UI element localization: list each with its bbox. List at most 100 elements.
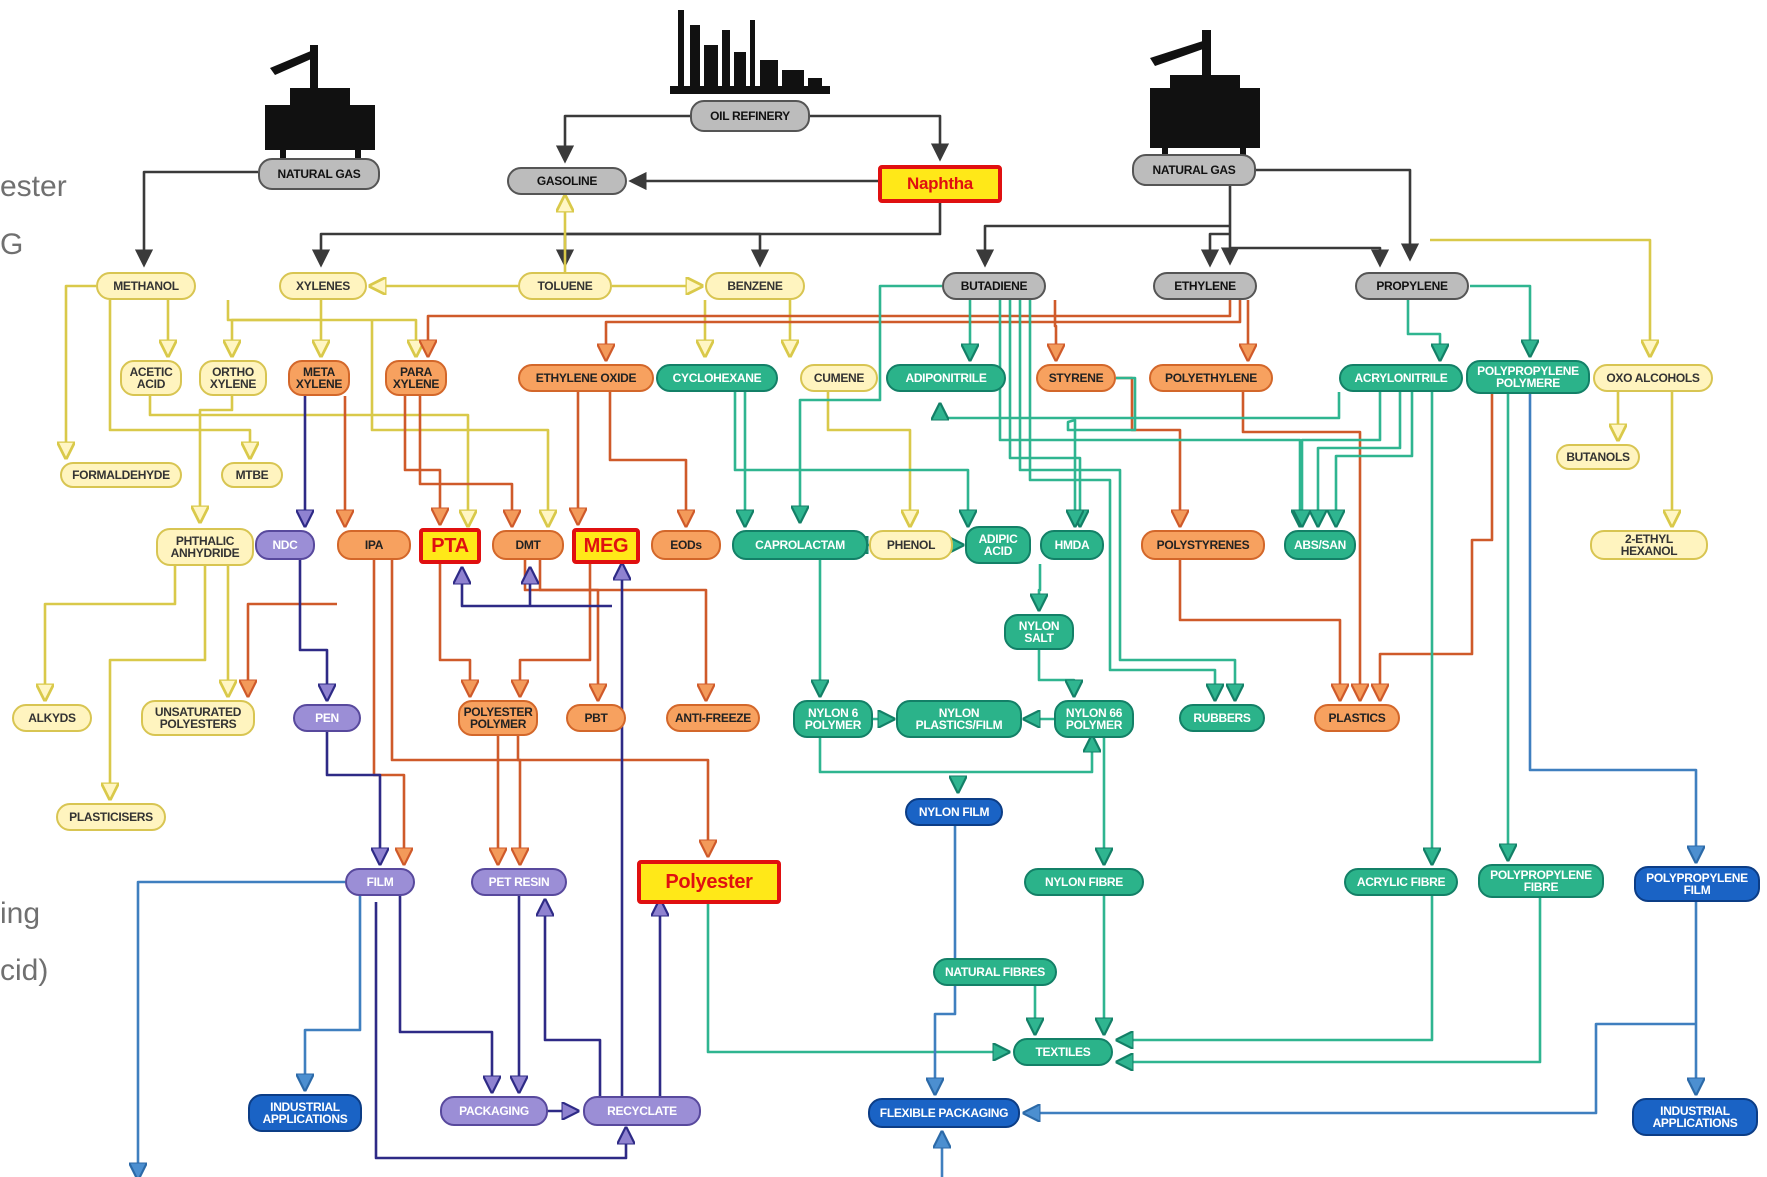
connector-yellow-15 [66, 284, 96, 456]
connector-yellow-21 [370, 320, 548, 524]
connector-blue-99 [138, 880, 345, 1177]
connector-purple-93 [398, 896, 492, 1090]
node-acetic-acid: ACETIC ACID [120, 360, 182, 396]
connector-green-85 [1119, 896, 1434, 1040]
connector-orange-43 [1241, 392, 1360, 698]
node-nylon-salt: NYLON SALT [1004, 614, 1074, 650]
node-dmt: DMT [492, 530, 564, 560]
node-polypropylene-polymer: POLYPROPYLENE POLYMERE [1466, 360, 1590, 394]
connector-orange-47 [520, 564, 592, 694]
node-gasoline: GASOLINE [507, 167, 627, 195]
connector-blue-101 [935, 826, 957, 1092]
connector-orange-49 [538, 560, 598, 698]
node-ethyl-hexanol: 2-ETHYL HEXANOL [1590, 530, 1708, 560]
connector-gray-1 [810, 114, 950, 162]
connector-purple-89 [325, 732, 380, 862]
node-meg: MEG [572, 528, 640, 564]
connector-green-60 [1028, 300, 1215, 698]
node-plasticisers: PLASTICISERS [56, 803, 166, 831]
node-anti-freeze: ANTI-FREEZE [666, 704, 760, 732]
node-mtbe: MTBE [221, 462, 283, 488]
connector-green-86 [1119, 898, 1542, 1062]
connector-purple-98 [374, 902, 626, 1160]
node-abs-san: ABS/SAN [1284, 530, 1356, 560]
node-natural-gas-right: NATURAL GAS [1132, 154, 1256, 186]
connector-orange-50 [372, 560, 404, 862]
connector-yellow-17 [108, 300, 250, 456]
side-fragment-cid: cid) [0, 954, 49, 987]
node-natural-fibres: NATURAL FIBRES [933, 958, 1057, 986]
connector-gray-10 [1200, 232, 1230, 268]
node-phthalic-anhydride: PHTHALIC ANHYDRIDE [156, 528, 254, 566]
connector-yellow-29 [110, 566, 207, 797]
node-eods: EODs [651, 530, 721, 560]
node-alkyds: ALKYDS [12, 704, 92, 732]
node-nylon-plastics-film: NYLON PLASTICS/FILM [896, 700, 1022, 738]
connector-green-55 [800, 284, 942, 520]
connector-green-66 [1302, 392, 1382, 524]
connector-green-62 [1470, 284, 1530, 354]
node-benzene: BENZENE [705, 272, 805, 300]
node-acrylonitrile: ACRYLONITRILE [1339, 364, 1463, 392]
connector-gray-9 [975, 224, 1230, 268]
node-styrene: STYRENE [1036, 364, 1116, 392]
connector-orange-33 [428, 300, 1232, 354]
connector-orange-51 [390, 560, 520, 862]
node-propylene: PROPYLENE [1355, 272, 1469, 300]
node-pta: PTA [419, 528, 481, 564]
connector-green-84 [706, 904, 1007, 1052]
connector-orange-45 [248, 602, 337, 694]
node-polyethylene: POLYETHYLENE [1149, 364, 1273, 392]
node-nylon-film: NYLON FILM [905, 798, 1003, 826]
gas-rig-icon-left [265, 45, 375, 167]
node-methanol: METHANOL [96, 272, 196, 300]
node-para-xylene: PARA XYLENE [385, 360, 447, 396]
node-butanols: BUTANOLS [1556, 444, 1640, 470]
node-industrial-apps-left: INDUSTRIAL APPLICATIONS [248, 1094, 362, 1132]
refinery-icon [670, 10, 830, 94]
connector-green-58 [1008, 300, 1080, 524]
node-phenol: PHENOL [869, 530, 953, 560]
node-oil-refinery: OIL REFINERY [690, 100, 810, 132]
node-acrylic-fibre: ACRYLIC FIBRE [1344, 868, 1458, 896]
connector-orange-46 [438, 564, 470, 694]
node-pen: PEN [293, 704, 361, 732]
node-flexible-packaging: FLEXIBLE PACKAGING [868, 1098, 1020, 1128]
connector-gray-3 [134, 170, 258, 268]
connector-purple-95 [545, 902, 602, 1096]
node-nylon-fibre: NYLON FIBRE [1024, 868, 1144, 896]
connector-green-61 [1406, 300, 1440, 358]
node-pbt: PBT [566, 704, 626, 732]
node-ethylene-oxide: ETHYLENE OXIDE [518, 364, 654, 392]
connector-green-69 [1068, 376, 1137, 524]
node-nylon66-polymer: NYLON 66 POLYMER [1054, 700, 1134, 738]
node-polyester-polymer: POLYESTER POLYMER [458, 700, 538, 736]
node-ethylene: ETHYLENE [1153, 272, 1257, 300]
connector-blue-104 [1026, 1022, 1696, 1113]
node-polyester: Polyester [637, 860, 781, 904]
node-adipic-acid: ADIPIC ACID [965, 526, 1031, 564]
connector-gray-11 [1230, 246, 1390, 268]
node-ndc: NDC [255, 530, 315, 560]
connector-yellow-25 [148, 396, 468, 524]
connector-orange-41 [608, 392, 686, 524]
node-oxo-alcohols: OXO ALCOHOLS [1593, 364, 1713, 392]
connector-green-63 [940, 392, 1341, 418]
node-rubbers: RUBBERS [1179, 704, 1265, 732]
connector-gray-0 [555, 114, 690, 164]
connector-green-65 [1318, 392, 1402, 524]
node-formaldehyde: FORMALDEHYDE [60, 462, 182, 488]
connector-purple-88 [298, 560, 327, 698]
node-naphtha: Naphtha [878, 165, 1002, 203]
node-natural-gas-left: NATURAL GAS [258, 158, 380, 190]
connector-gray-4 [1256, 168, 1420, 262]
connector-orange-39 [418, 396, 512, 524]
node-polypropylene-fibre: POLYPROPYLENE FIBRE [1478, 864, 1604, 898]
node-plastics: PLASTICS [1314, 704, 1400, 732]
connector-orange-53 [516, 736, 708, 854]
connector-purple-91 [462, 570, 612, 608]
connector-yellow-27 [45, 566, 177, 698]
node-ipa: IPA [337, 530, 411, 560]
node-textiles: TEXTILES [1013, 1038, 1113, 1066]
